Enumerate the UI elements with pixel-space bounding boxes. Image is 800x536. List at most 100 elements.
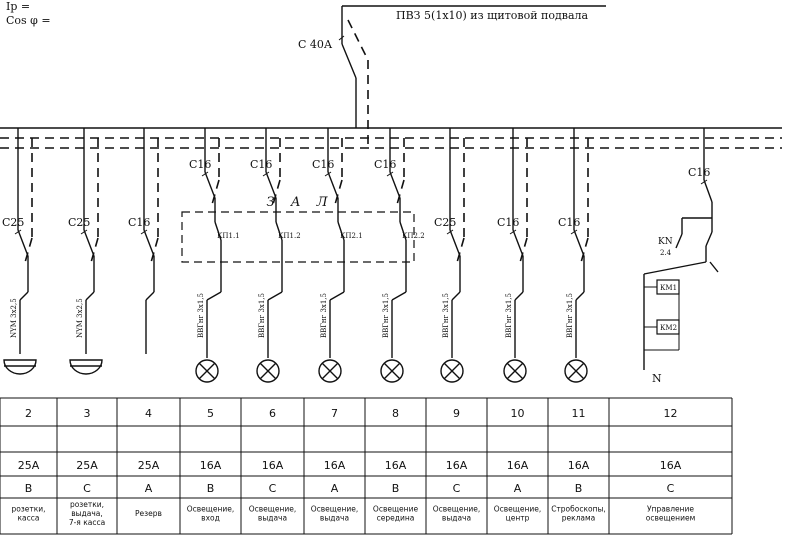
circuit-current: 16А — [262, 459, 284, 472]
lamp-symbol — [564, 359, 588, 383]
circuit-description: Резерв — [135, 509, 162, 518]
feed-bend — [267, 291, 283, 301]
circuit-description: Освещение — [373, 505, 419, 514]
feed-bend — [451, 291, 461, 301]
circuit-phase: С — [83, 482, 91, 495]
circuit-phase: В — [392, 482, 400, 495]
feed-bend — [514, 291, 524, 301]
neutral-bend — [455, 237, 465, 267]
neutral-bend — [271, 179, 281, 209]
lamp-cross — [444, 363, 460, 379]
circuit-description: Освещение, — [249, 505, 297, 514]
circuit-number: 10 — [511, 407, 525, 420]
circuit-current: 16А — [446, 459, 468, 472]
lamp-cross — [199, 363, 215, 379]
contact-blade — [337, 221, 345, 241]
circuit-phase: В — [575, 482, 583, 495]
circuit-phase: А — [514, 482, 522, 495]
circuit-description: выдача, — [71, 509, 103, 518]
cable-label: ВВГнг 3х1,5 — [382, 293, 390, 338]
breaker-label: С25 — [2, 216, 24, 229]
lamp-symbol — [503, 359, 527, 383]
feed-bend — [85, 291, 95, 301]
zone-label: З А Л — [266, 195, 333, 210]
circuit-description: Освещение, — [433, 505, 481, 514]
contact-blade — [399, 221, 407, 241]
breaker-label: С16 — [558, 216, 580, 229]
breaker-mark — [509, 229, 517, 235]
cable-label: ВВГнг 3х1,5 — [197, 293, 205, 338]
neutral-bend — [579, 237, 589, 267]
breaker-label: С25 — [434, 216, 456, 229]
neutral-bend — [333, 179, 343, 209]
relay-contact-2 — [705, 231, 713, 247]
lamp-symbol — [380, 359, 404, 383]
breaker-mark — [140, 229, 148, 235]
lamp-symbol — [318, 359, 342, 383]
breaker-blade — [512, 229, 524, 257]
breaker-blade — [17, 229, 29, 257]
breaker-label: С16 — [189, 158, 211, 171]
circuit-description: Освещение, — [311, 505, 359, 514]
cable-label: ВВГнг 3х1,5 — [566, 293, 574, 338]
relay-lead — [709, 261, 719, 273]
incoming-feed: ПВЗ 5(1х10) из щитовой подвала С 40А — [298, 5, 606, 148]
circuit-number: 3 — [84, 407, 91, 420]
feed-bend — [19, 291, 29, 301]
circuit-description: выдача — [442, 514, 471, 523]
circuit-phase: С — [269, 482, 277, 495]
circuit-current: 25А — [138, 459, 160, 472]
circuit-description: Освещение, — [494, 505, 542, 514]
circuit-phase: А — [331, 482, 339, 495]
contact-blade — [275, 221, 283, 241]
contact-blade — [214, 221, 222, 241]
socket-symbol — [69, 359, 103, 375]
neutral-bend — [210, 179, 220, 209]
neutral-label: N — [652, 372, 662, 385]
circuit-description: реклама — [562, 514, 596, 523]
circuit-number: 8 — [392, 407, 399, 420]
circuit-number: 12 — [664, 407, 678, 420]
breaker-label: С16 — [250, 158, 272, 171]
feed-bend — [206, 291, 222, 301]
circuit-description: розетки, — [11, 505, 45, 514]
cos-phi-label: Cos φ = — [6, 14, 51, 27]
coil-km1-label: КМ1 — [660, 284, 677, 292]
circuit-table: 225АВрозетки,касса325АСрозетки,выдача,7-… — [0, 397, 733, 535]
feed-bend — [575, 291, 585, 301]
circuit-description: середина — [377, 514, 415, 523]
breaker-blade — [449, 229, 461, 257]
breaker-mark — [570, 229, 578, 235]
breaker-mark — [386, 171, 394, 177]
lamp-symbol — [256, 359, 280, 383]
cable-label: ВВГнг 3х1,5 — [505, 293, 513, 338]
breaker-blade — [143, 229, 155, 257]
neutral-bend — [23, 237, 33, 267]
circuit-description: освещением — [646, 514, 695, 523]
breaker-mark — [446, 229, 454, 235]
neutral-bend — [149, 237, 159, 267]
lamp-symbol — [440, 359, 464, 383]
cable-label: ВВГнг 3х1,5 — [442, 293, 450, 338]
circuit-number: 4 — [145, 407, 152, 420]
feed-cable-label: ПВЗ 5(1х10) из щитовой подвала — [396, 9, 589, 22]
contact-label: КП1.1 — [217, 232, 240, 240]
breaker-blade — [573, 229, 585, 257]
main-breaker-mark — [338, 35, 345, 41]
breaker-label: С25 — [68, 216, 90, 229]
breaker-blade — [389, 171, 401, 199]
coil-feed — [643, 261, 707, 275]
